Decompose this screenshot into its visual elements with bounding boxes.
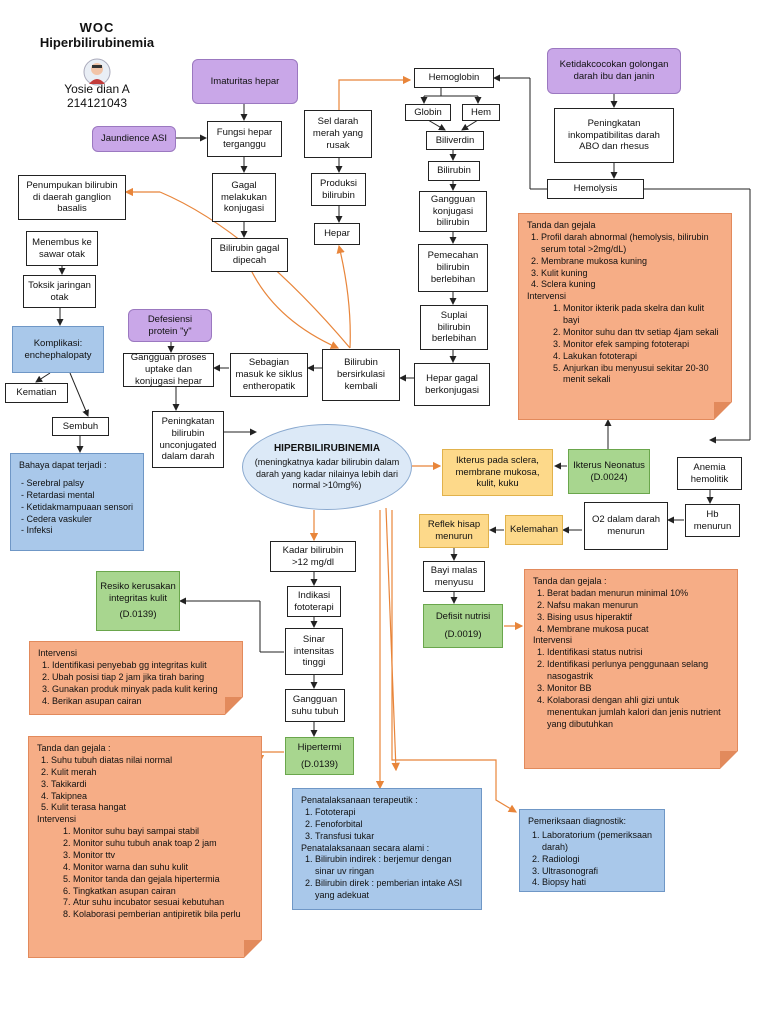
diagram-subtitle: Hiperbilirubinemia [39,35,155,50]
student-id: 214121043 [66,96,128,110]
node-hepar: Hepar [314,223,360,245]
node-komplikasi-enchephalopaty: Komplikasi: enchephalopaty [12,326,104,373]
node-hepar-gagal-berkonjugasi: Hepar gagal berkonjugasi [414,363,490,406]
note-pemeriksaan-diagnostik: Pemeriksaan diagnostik: Laboratorium (pe… [519,809,665,892]
node-ketidakcocokan-golongan-darah: Ketidakcocokan golongan darah ibu dan ja… [547,48,681,94]
node-globin: Globin [405,104,451,121]
note-hipertermi: Tanda dan gejala : Suhu tubuh diatas nil… [28,736,262,958]
node-suplai-bilirubin: Suplai bilirubin berlebihan [420,305,488,350]
node-peningkatan-inkompatibilitas: Peningkatan inkompatibilitas darah ABO d… [554,108,674,163]
note-integritas-kulit: Intervensi Identifikasi penyebab gg inte… [29,641,243,715]
node-hipertermi: Hipertermi(D.0139) [285,737,354,775]
node-bayi-malas-menyusu: Bayi malas menyusu [423,561,485,592]
node-toksik-jaringan-otak: Toksik jaringan otak [23,275,96,308]
node-bilirubin-bersirkulasi: Bilirubin bersirkulasi kembali [322,349,400,401]
node-sebagian-siklus: Sebagian masuk ke siklus entheropatik [230,353,308,397]
node-pemecahan-bilirubin: Pemecahan bilirubin berlebihan [418,244,488,292]
note-penatalaksanaan: Penatalaksanaan terapeutik : Fototerapi … [292,788,482,910]
node-bilirubin-gagal-dipecah: Bilirubin gagal dipecah [211,238,288,272]
note-bahaya: Bahaya dapat terjadi : Serebral palsy Re… [10,453,144,551]
node-hem: Hem [462,104,500,121]
node-peningkatan-bilirubin-unconjugated: Peningkatan bilirubin unconjugated dalam… [152,411,224,468]
node-produksi-bilirubin: Produksi bilirubin [311,173,366,206]
note-defisit-nutrisi: Tanda dan gejala : Berat badan menurun m… [524,569,738,769]
note-integritas-kulit-fold [225,697,243,715]
node-gangguan-suhu-tubuh: Gangguan suhu tubuh [285,689,345,722]
diagram-title: WOC [79,20,115,35]
author-name: Yosie dian A [64,82,130,96]
node-hb-menurun: Hb menurun [685,504,740,537]
note-defisit-nutrisi-fold [720,751,738,769]
node-gagal-konjugasi: Gagal melakukan konjugasi [212,173,276,222]
node-ikterus-sclera: Ikterus pada sclera, membrane mukosa, ku… [442,449,553,496]
node-resiko-kerusakan-kulit: Resiko kerusakan integritas kulit(D.0139… [96,571,180,631]
note-hipertermi-fold [244,940,262,958]
node-sel-darah-merah: Sel darah merah yang rusak [304,110,372,158]
node-defesiensi-protein-y: Defesiensi protein "y" [128,309,212,342]
node-ikterus-neonatus: Ikterus Neonatus(D.0024) [568,449,650,494]
note-ikterus: Tanda dan gejala Profil darah abnormal (… [518,213,732,420]
node-kelemahan: Kelemahan [505,515,563,545]
node-gangguan-konjugasi-bilirubin: Gangguan konjugasi bilirubin [419,191,487,232]
node-anemia-hemolitik: Anemia hemolitik [677,457,742,490]
node-hemoglobin: Hemoglobin [414,68,494,88]
node-hemolysis: Hemolysis [547,179,644,199]
node-kadar-bilirubin: Kadar bilirubin >12 mg/dl [270,541,356,572]
node-indikasi-fototerapi: Indikasi fototerapi [287,586,341,617]
node-o2-dalam-darah: O2 dalam darah menurun [584,502,668,550]
node-biliverdin: Biliverdin [426,131,484,150]
node-reflek-hisap: Reflek hisap menurun [419,514,489,548]
node-sinar-intensitas: Sinar intensitas tinggi [285,628,343,675]
node-sembuh: Sembuh [52,417,109,436]
student-avatar-icon [83,58,111,86]
node-defisit-nutrisi: Defisit nutrisi(D.0019) [423,604,503,648]
node-jaundience-asi: Jaundience ASI [92,126,176,152]
node-hiperbilirubinemia: HIPERBILIRUBINEMIA (meningkatnya kadar b… [242,424,412,510]
document-header: WOC Hiperbilirubinemia Yosie dian A 2141… [22,20,172,110]
node-fungsi-hepar: Fungsi hepar terganggu [207,121,282,157]
node-bilirubin: Bilirubin [428,161,480,181]
node-kematian: Kematian [5,383,68,403]
node-imaturitas-hepar: Imaturitas hepar [192,59,298,104]
node-penumpukan-bilirubin: Penumpukan bilirubin di daerah ganglion … [18,175,126,220]
note-ikterus-fold [714,402,732,420]
node-gangguan-proses-uptake: Gangguan proses uptake dan konjugasi hep… [123,352,214,387]
node-menembus-sawar-otak: Menembus ke sawar otak [26,231,98,266]
